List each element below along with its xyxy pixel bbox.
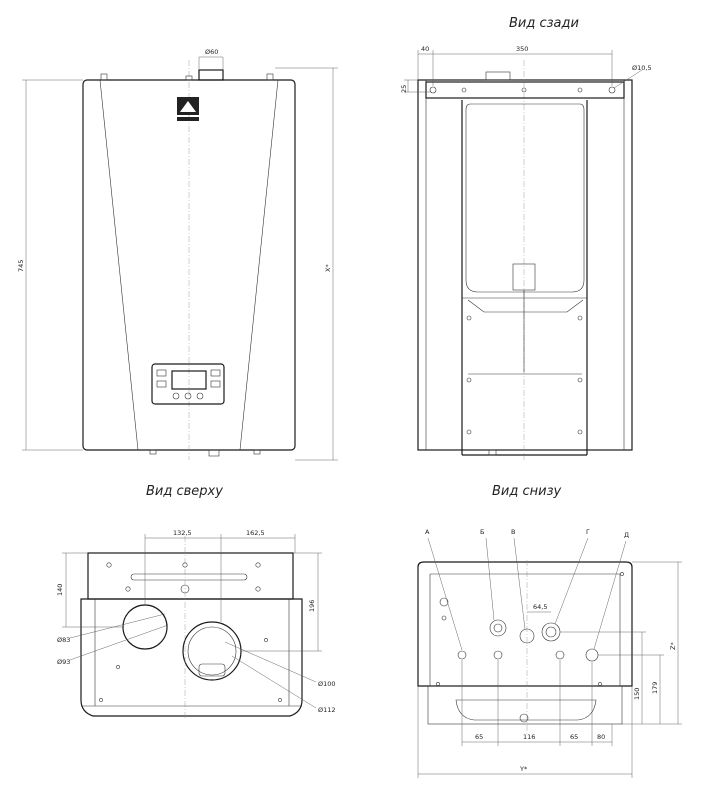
dim-bottom-80: 80 bbox=[597, 733, 605, 741]
label-g: Г bbox=[586, 528, 590, 536]
dim-rear-span: 350 bbox=[516, 45, 528, 53]
connection-d bbox=[585, 648, 599, 662]
dim-front-pipe: Ø60 bbox=[205, 48, 218, 56]
front-view: Ø60 745 X* bbox=[17, 48, 338, 461]
dim-top-196: 196 bbox=[308, 600, 316, 612]
bottom-lower-box bbox=[427, 685, 623, 725]
rear-view: 40 350 Ø10,5 25 bbox=[400, 45, 652, 460]
dim-rear-hole: Ø10,5 bbox=[632, 64, 652, 72]
dim-bottom-65b: 65 bbox=[570, 733, 578, 741]
dim-rear-left: 40 bbox=[421, 45, 429, 53]
flue-outlet-large bbox=[182, 621, 242, 681]
dim-bottom-z: Z* bbox=[669, 642, 677, 650]
dim-rear-side: 25 bbox=[400, 85, 408, 93]
top-rear-plate bbox=[87, 552, 294, 600]
display-screen bbox=[171, 370, 207, 390]
mounting-rail bbox=[425, 81, 625, 99]
dim-bottom-116: 116 bbox=[523, 733, 535, 741]
dim-top-right: 162,5 bbox=[246, 529, 265, 537]
rear-view-title: Вид сзади bbox=[509, 16, 579, 31]
dim-bottom-150: 150 bbox=[633, 688, 641, 700]
dim-top-d112: Ø112 bbox=[318, 706, 336, 714]
dim-bottom-65a: 65 bbox=[475, 733, 483, 741]
boiler-body-rear bbox=[417, 79, 633, 451]
dim-bottom-y: Y* bbox=[519, 765, 528, 773]
dim-top-d100: Ø100 bbox=[318, 680, 336, 688]
dim-front-height: 745 bbox=[17, 260, 25, 272]
brand-logo bbox=[177, 97, 199, 121]
label-a: А bbox=[425, 528, 430, 536]
bottom-view: А Б В Г Д 64,5 Z* 179 150 65 116 65 80 bbox=[417, 528, 682, 778]
connection-a bbox=[457, 650, 467, 660]
top-body-outline bbox=[80, 598, 303, 717]
connection-g bbox=[541, 622, 561, 642]
dim-top-d83: Ø83 bbox=[57, 636, 70, 644]
dim-top-left: 132,5 bbox=[173, 529, 192, 537]
flue-outlet-small bbox=[122, 604, 168, 650]
dim-top-140: 140 bbox=[56, 584, 64, 596]
connection-b bbox=[489, 619, 507, 637]
label-d: Д bbox=[624, 531, 629, 539]
control-panel bbox=[151, 363, 225, 405]
dim-bottom-64: 64,5 bbox=[533, 603, 547, 611]
label-b: Б bbox=[480, 528, 484, 536]
bottom-body-outline bbox=[417, 561, 633, 687]
flue-pipe bbox=[198, 69, 224, 81]
top-view-title: Вид сверху bbox=[146, 484, 223, 499]
dim-front-x: X* bbox=[324, 264, 332, 272]
top-view: 132,5 162,5 140 196 Ø83 Ø93 Ø100 Ø112 bbox=[56, 529, 336, 720]
bottom-view-title: Вид снизу bbox=[492, 484, 562, 499]
dim-top-d93: Ø93 bbox=[57, 658, 70, 666]
dim-bottom-179: 179 bbox=[651, 682, 659, 694]
label-v: В bbox=[511, 528, 515, 536]
